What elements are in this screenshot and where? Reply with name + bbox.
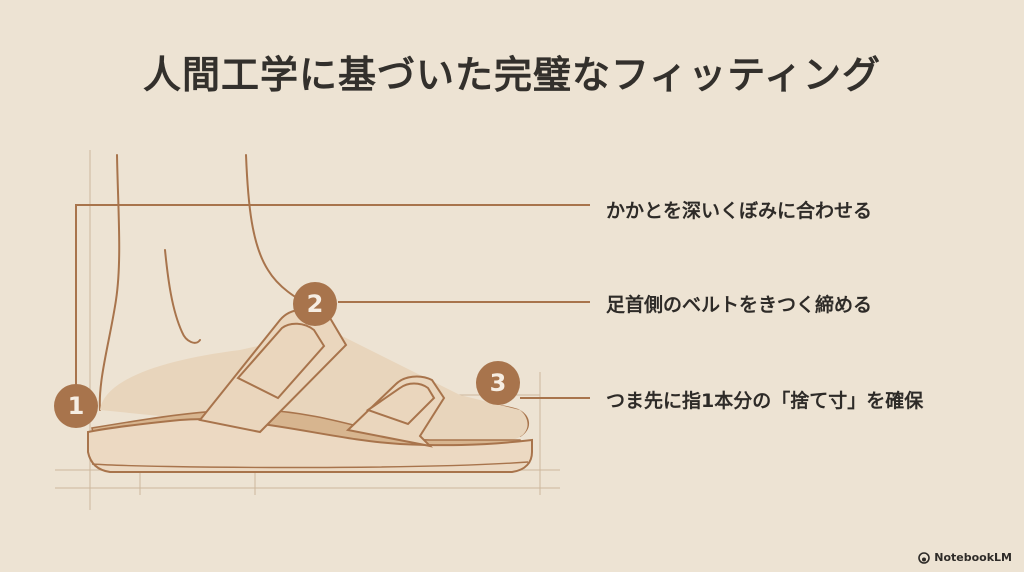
callout-badge-1: 1 — [54, 384, 98, 428]
callout-badge-2: 2 — [293, 282, 337, 326]
callout-text-2: 足首側のベルトをきつく締める — [606, 294, 873, 316]
watermark: NotebookLM — [918, 551, 1012, 564]
strap-toe — [345, 375, 446, 448]
callout-text-1: かかとを深いくぼみに合わせる — [606, 200, 873, 222]
callout-badge-3: 3 — [476, 361, 520, 405]
watermark-text: NotebookLM — [934, 551, 1012, 564]
page-title: 人間工学に基づいた完璧なフィッティング — [143, 53, 881, 97]
callout-text-3: つま先に指1本分の「捨て寸」を確保 — [606, 390, 924, 412]
callout-lines — [75, 204, 590, 399]
notebooklm-logo-icon — [918, 551, 931, 564]
strap-ankle — [198, 308, 348, 434]
